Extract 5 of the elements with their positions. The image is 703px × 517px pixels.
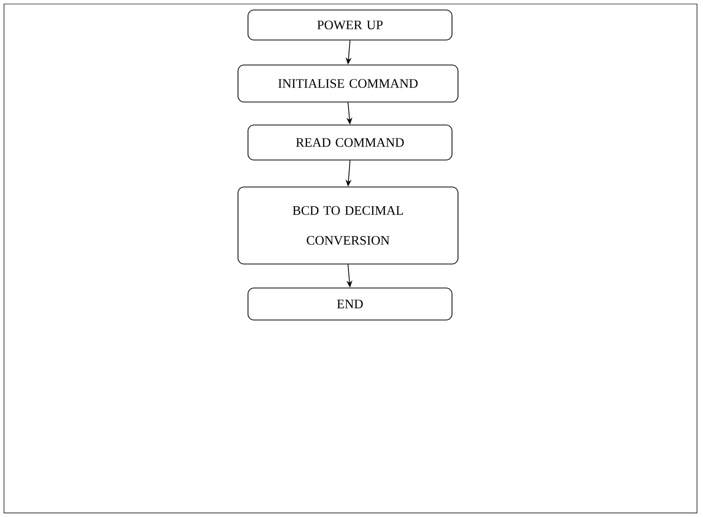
process-box: POWER UP (248, 10, 452, 40)
process-box: INITIALISE COMMAND (238, 64, 458, 102)
process-box: END (248, 288, 452, 320)
process-box: READ COMMAND (248, 124, 452, 160)
process-box: BCD TO DECIMAL CONVERSION (238, 186, 458, 264)
